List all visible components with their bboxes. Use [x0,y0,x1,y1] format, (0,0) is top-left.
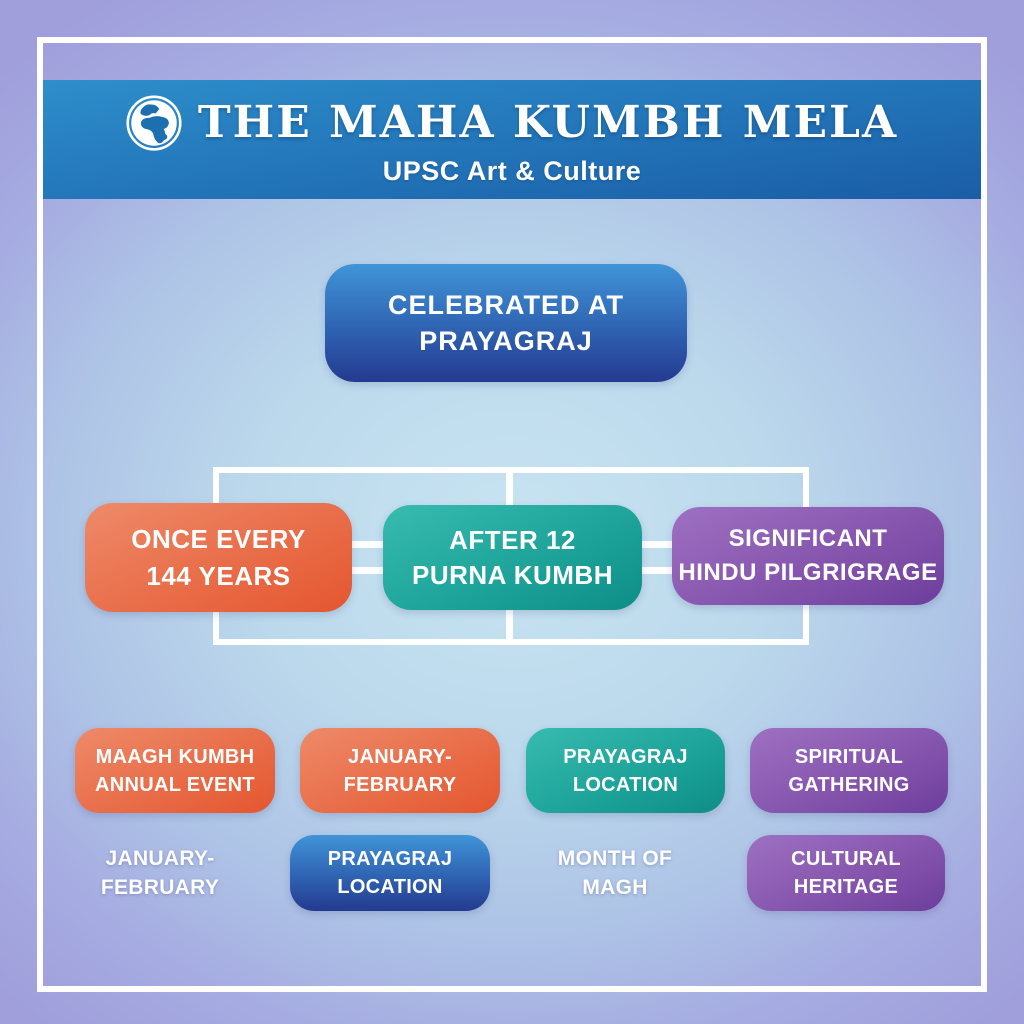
node-maagh-kumbh-annual-event: MAAGH KUMBH ANNUAL EVENT [75,728,275,813]
connector-line [632,567,682,574]
node-text-line: PRAYAGRAJ [563,745,688,768]
page-title: THE MAHA KUMBH MELA [197,96,899,148]
node-significant-hindu-pilgrimage: SIGNIFICANT HINDU PILGRIGRAGE [672,507,944,605]
label-text-line: FEBRUARY [100,876,220,899]
node-text-line: JANUARY- [348,745,452,768]
node-text-line: HINDU PILGRIGRAGE [678,559,938,586]
header-banner: THE MAHA KUMBH MELA UPSC Art & Culture [43,80,981,199]
node-text-line: HERITAGE [793,876,899,898]
node-text-line: PURNA KUMBH [412,559,613,590]
node-prayagraj-location-blue: PRAYAGRAJ LOCATION [290,835,490,911]
globe-icon [126,94,182,151]
node-text-line: LOCATION [337,876,443,898]
connector-line [342,567,392,574]
node-text-line: 144 YEARS [146,560,291,591]
node-text-line: CELEBRATED AT [388,290,624,320]
node-spiritual-gathering: SPIRITUAL GATHERING [750,728,948,813]
label-text-line: MAGH [582,876,648,899]
node-once-every-144-years: ONCE EVERY 144 YEARS [85,503,352,612]
node-text-line: ANNUAL EVENT [95,773,255,796]
page-subtitle: UPSC Art & Culture [382,155,642,186]
outer-frame [37,37,987,992]
node-text-line: SIGNIFICANT [728,525,888,552]
node-cultural-heritage: CULTURAL HERITAGE [747,835,945,911]
label-january-february: JANUARY- FEBRUARY [60,835,260,911]
node-text-line: GATHERING [788,773,910,796]
label-text-line: MONTH OF [557,847,673,870]
connector-line [632,541,682,548]
node-text-line: MAAGH KUMBH [95,745,255,768]
node-text-line: ONCE EVERY [131,523,306,554]
label-month-of-magh: MONTH OF MAGH [515,835,715,911]
node-text-line: SPIRITUAL [794,745,904,768]
header-title-row: THE MAHA KUMBH MELA [126,94,899,151]
node-text-line: PRAYAGRAJ [327,848,453,870]
node-text-line: LOCATION [572,773,679,796]
node-after-12-purna-kumbh: AFTER 12 PURNA KUMBH [383,505,642,610]
label-text-line: JANUARY- [105,847,215,870]
node-prayagraj-location: PRAYAGRAJ LOCATION [526,728,725,813]
node-text-line: FEBRUARY [343,773,457,796]
node-text-line: PRAYAGRAJ [419,326,593,356]
node-text-line: AFTER 12 [449,524,576,555]
connector-line [342,541,392,548]
node-text-line: CULTURAL [791,848,901,870]
node-celebrated-at-prayagraj: CELEBRATED AT PRAYAGRAJ [325,264,687,382]
node-january-february: JANUARY- FEBRUARY [300,728,500,813]
